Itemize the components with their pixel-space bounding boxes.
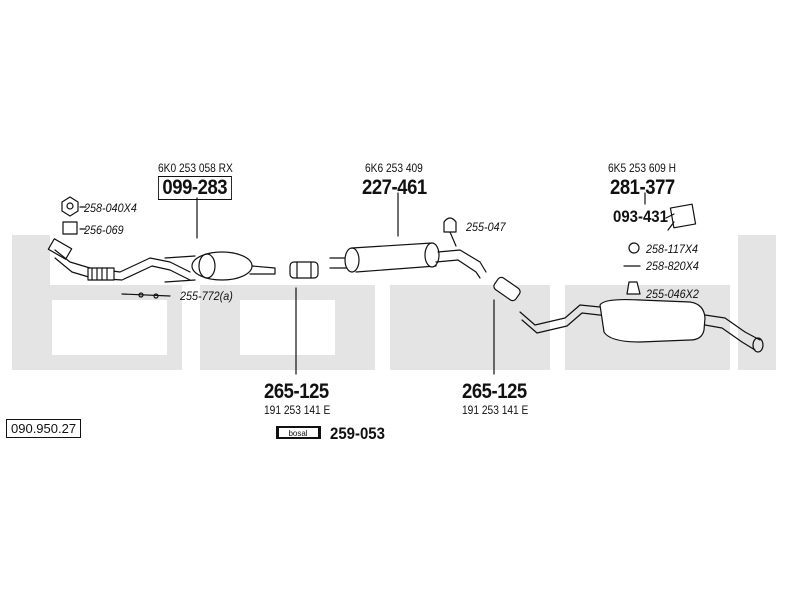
rear-bracket-number: 093-431 [613,207,668,226]
gasket-front-label: 256-069 [84,223,124,237]
clamp-front-oem: 191 253 141 E [264,403,331,417]
reference-number: 090.950.27 [6,419,82,438]
bosal-watermark [12,235,776,370]
middle-part-number: 227-461 [362,176,427,199]
nut-label: 258-040X4 [84,201,137,215]
leader-lines [79,192,675,375]
front-pipe [47,238,191,281]
paste-number: 259-053 [330,424,385,443]
rear-silencer [519,298,764,353]
rubber-rear-label: 255-046X2 [646,287,699,301]
clamp-front-drawing [289,261,319,279]
catalytic-converter [164,251,276,283]
sensor-bolts-label: 255-772(a) [180,289,233,303]
ring-label: 258-117X4 [646,242,699,256]
svg-text:bosal: bosal [288,429,307,438]
small-parts-drawings [61,196,697,299]
catalytic-oem: 6K0 253 058 RX [158,161,233,175]
catalytic-part-number: 099-283 [158,176,232,200]
middle-oem: 6K6 253 409 [365,161,423,175]
clamp-rear-number: 265-125 [462,380,527,403]
rear-oem: 6K5 253 609 H [608,161,677,175]
rear-part-number: 281-377 [610,176,675,199]
middle-silencer [329,231,487,279]
clamp-rear-oem: 191 253 141 E [462,403,529,417]
clamp-front-number: 265-125 [264,380,329,403]
bolt-label: 258-820X4 [646,259,699,273]
clamp-rear-drawing [493,276,521,302]
paste-tube-icon: bosal [276,426,321,439]
rubber-mid-label: 255-047 [466,220,506,234]
